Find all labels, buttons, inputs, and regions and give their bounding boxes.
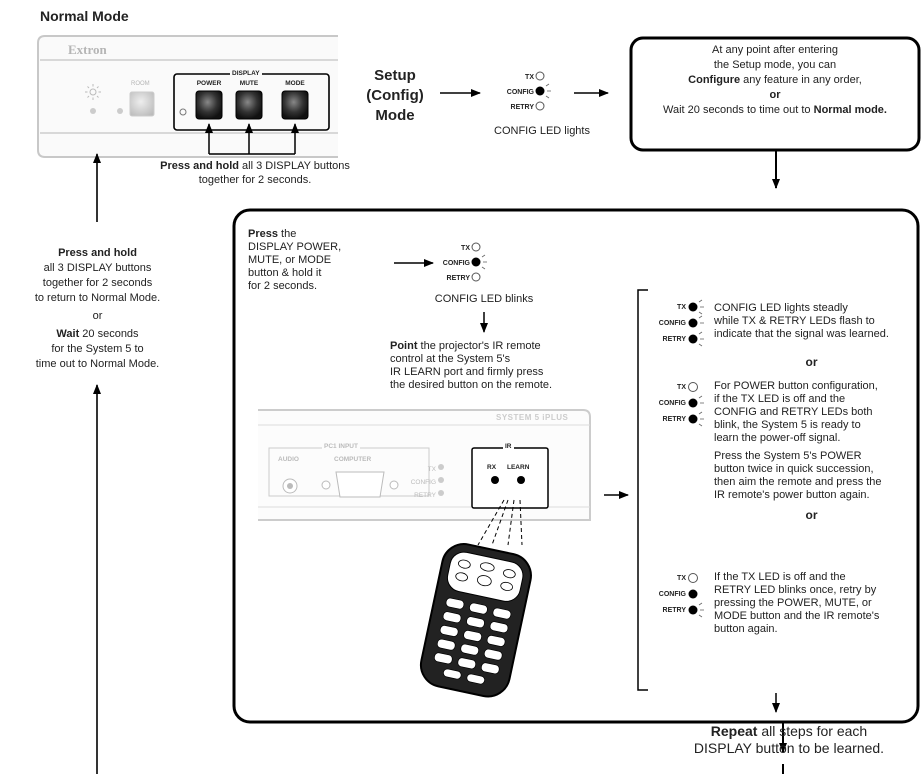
front-panel-caption: Press and hold all 3 DISPLAY buttons tog… xyxy=(160,160,350,186)
mute-label: MUTE xyxy=(239,80,259,87)
setup-mode-label: Setup(Config)Mode xyxy=(366,67,424,124)
repeat-instruction: Repeat all steps for each DISPLAY button… xyxy=(693,723,885,756)
press-display-button-step: Press the DISPLAY POWER, MUTE, or MODE b… xyxy=(248,228,342,292)
display-label: DISPLAY xyxy=(230,70,262,78)
config-led-blinks-caption: CONFIG LED blinks xyxy=(434,293,534,305)
point-remote-step: Point the projector's IR remote control … xyxy=(390,340,553,391)
ir-remote-illustration xyxy=(419,543,532,698)
rear-panel-brand: SYSTEM 5 iPLUS xyxy=(496,413,569,422)
front-panel xyxy=(37,35,338,158)
room-label: ROOM xyxy=(131,81,150,87)
result-or-1: or xyxy=(805,355,818,369)
learn-label: LEARN xyxy=(507,464,530,471)
mode-label: MODE xyxy=(285,80,305,87)
led-cluster-result-3 xyxy=(688,573,704,618)
power-label: POWER xyxy=(196,80,222,87)
sun-icon xyxy=(85,84,101,100)
result-power-off: For POWER button configuration,if the TX… xyxy=(714,380,878,444)
setup-steps-box xyxy=(232,208,920,724)
normal-mode-title: Normal Mode xyxy=(40,8,129,24)
top-box-text: At any point after entering the Setup mo… xyxy=(663,44,887,116)
mute-button[interactable] xyxy=(235,90,263,120)
return-to-normal-instructions: Press and hold all 3 DISPLAY buttons tog… xyxy=(5,246,190,372)
pc1-input-label: PC1 INPUT xyxy=(322,443,360,451)
power-button[interactable] xyxy=(195,90,223,120)
audio-label: AUDIO xyxy=(278,456,299,463)
rx-label: RX xyxy=(487,464,497,471)
config-led-lights-caption: CONFIG LED lights xyxy=(494,125,590,137)
led-cluster-result-1 xyxy=(688,299,704,347)
rear-panel xyxy=(258,409,591,546)
computer-label: COMPUTER xyxy=(334,456,372,463)
led-cluster-top xyxy=(535,71,551,111)
mode-button[interactable] xyxy=(281,90,309,120)
led-cluster-result-2 xyxy=(688,382,704,427)
ir-label: IR xyxy=(503,443,514,451)
result-or-2: or xyxy=(805,508,818,522)
led-cluster-blink xyxy=(471,242,487,282)
front-panel-brand: Extron xyxy=(68,42,107,57)
